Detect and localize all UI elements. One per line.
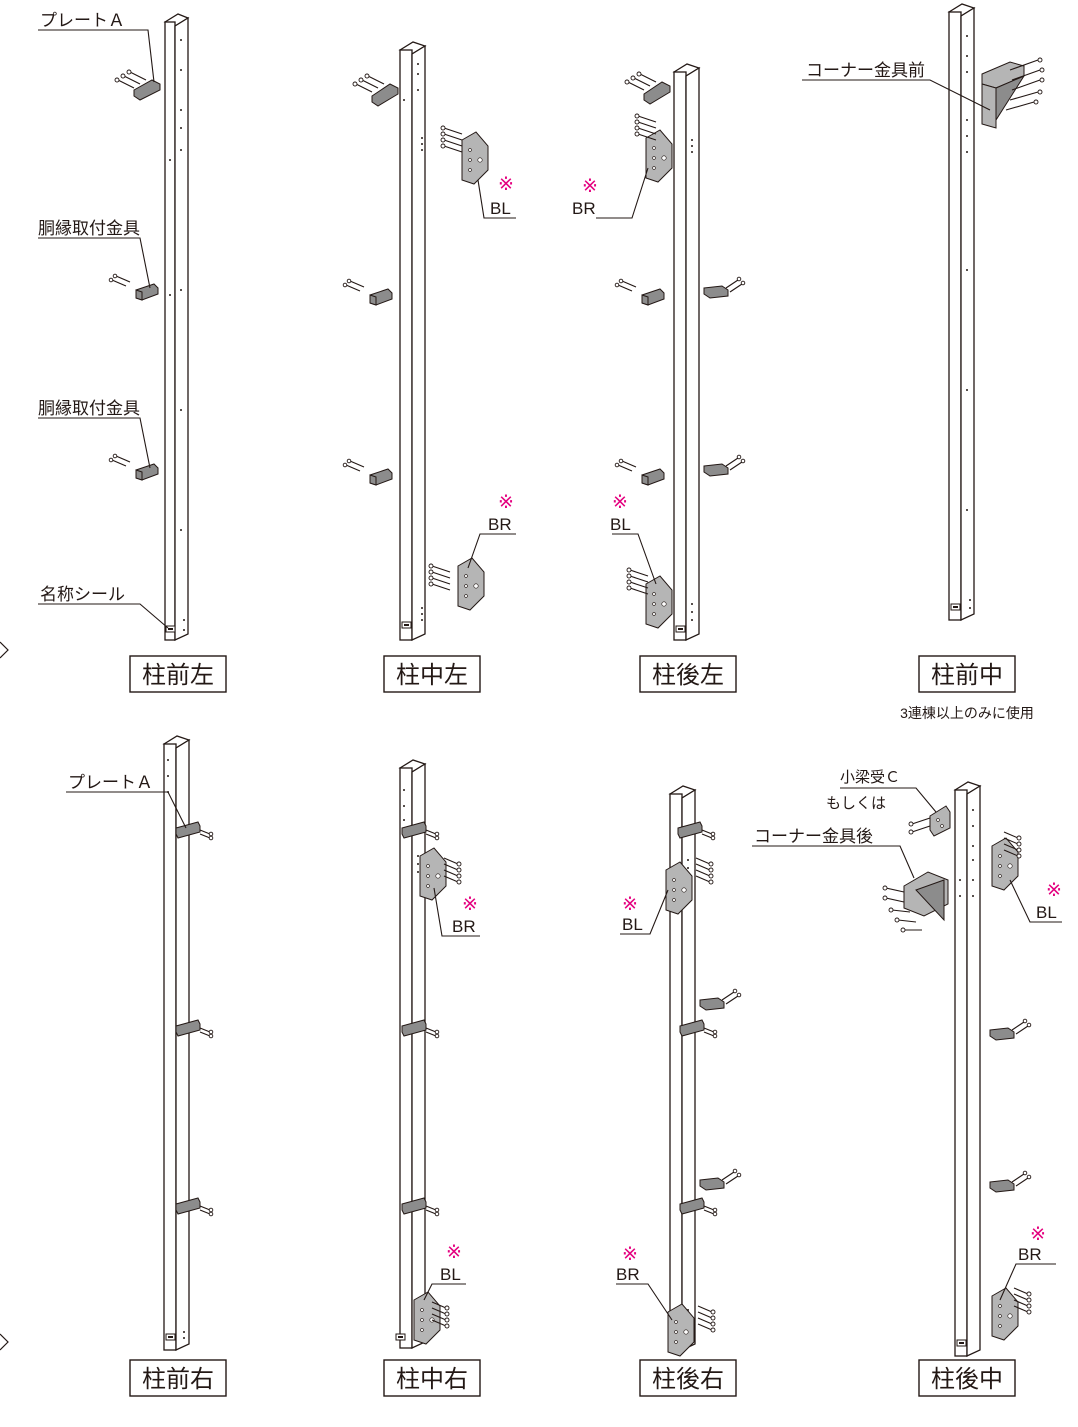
label-meisho-seal: 名称シール: [40, 585, 125, 604]
post-mae-migi: プレートＡ 柱前右: [66, 735, 227, 1397]
label-br: BR: [572, 199, 596, 218]
label-br: BR: [616, 1265, 640, 1284]
corner-bracket-front: [981, 57, 1045, 129]
post-ato-hidari: ※ BR ※ BL 柱後左: [572, 63, 746, 693]
label-br: BR: [1018, 1245, 1042, 1264]
chevron-right-icon[interactable]: [0, 641, 9, 659]
bolt-set: [695, 857, 714, 885]
koharie-c-bracket: [908, 805, 951, 837]
big-plate-br: [457, 557, 485, 611]
seal-icon: [675, 625, 686, 633]
post-ato-migi: ※ BL ※ BR 柱後右: [616, 785, 742, 1397]
post-mae-naka: コーナー金具前 柱前中 3連棟以上のみに使用: [802, 3, 1045, 721]
big-plate-bl: [645, 575, 673, 629]
seal-icon: [956, 1339, 967, 1347]
label-br: BR: [452, 917, 476, 936]
post-title: 柱後右: [652, 1366, 724, 1393]
dobuchi-bracket: [342, 458, 393, 486]
post-title-box: [918, 1359, 1016, 1397]
post-title: 柱前左: [142, 662, 214, 689]
mark-symbol: ※: [1046, 880, 1062, 901]
plate-a-bracket: [624, 71, 671, 105]
big-plate-br: [991, 1287, 1019, 1341]
plate-a-bracket: [114, 69, 161, 101]
post-ato-naka: 小梁受Ｃ もしくは コーナー金具後 ※ BL ※ BR 柱後中: [752, 769, 1062, 1397]
label-plate-a: プレートＡ: [40, 11, 125, 30]
mark-symbol: ※: [498, 492, 514, 513]
mark-symbol: ※: [612, 492, 628, 513]
big-plate-bl: [413, 1291, 441, 1345]
post-title-box: [129, 655, 227, 693]
dobuchi-bracket: [108, 453, 159, 481]
dobuchi-bracket: [108, 273, 159, 301]
post-title: 柱中右: [396, 1366, 468, 1393]
label-plate-a: プレートＡ: [68, 773, 153, 792]
label-dobuchi: 胴縁取付金具: [38, 399, 140, 418]
label-moshikuwa: もしくは: [826, 795, 886, 812]
big-plate-bl: [461, 131, 489, 185]
bolt-set: [428, 563, 451, 591]
post-title: 柱中左: [396, 662, 468, 689]
mark-symbol: ※: [622, 894, 638, 915]
mark-symbol: ※: [622, 1244, 638, 1265]
big-plate-bl: [991, 837, 1019, 891]
big-plate-br: [419, 847, 447, 901]
label-br: BR: [488, 515, 512, 534]
label-corner-back: コーナー金具後: [754, 827, 873, 846]
label-koharie-c: 小梁受Ｃ: [840, 769, 900, 786]
dobuchi-bracket: [342, 278, 393, 306]
dobuchi-bracket: [703, 276, 746, 299]
mark-symbol: ※: [446, 1242, 462, 1263]
dobuchi-bracket: [614, 278, 665, 306]
post-title-box: [639, 1359, 737, 1397]
dobuchi-bracket: [699, 988, 742, 1011]
label-dobuchi: 胴縁取付金具: [38, 219, 140, 238]
seal-icon: [950, 603, 961, 611]
post-title-box: [639, 655, 737, 693]
usage-note: 3連棟以上のみに使用: [900, 705, 1034, 721]
corner-bracket-back: [882, 871, 949, 933]
dobuchi-bracket: [699, 1168, 742, 1191]
chevron-right-icon[interactable]: [0, 1333, 9, 1351]
label-bl: BL: [622, 915, 643, 934]
post-title: 柱後中: [931, 1366, 1003, 1393]
post-title-box: [383, 1359, 481, 1397]
dobuchi-bracket: [614, 458, 665, 486]
label-bl: BL: [440, 1265, 461, 1284]
label-bl: BL: [1036, 903, 1057, 922]
post-naka-hidari: ※ BL ※ BR 柱中左: [342, 41, 516, 693]
post-title-box: [129, 1359, 227, 1397]
mark-symbol: ※: [582, 176, 598, 197]
bolt-set: [626, 567, 649, 595]
bolt-set: [697, 1305, 716, 1333]
mark-symbol: ※: [1030, 1224, 1046, 1245]
post-title-box: [918, 655, 1016, 693]
seal-icon: [401, 621, 412, 629]
label-bl: BL: [610, 515, 631, 534]
dobuchi-bracket: [703, 454, 746, 477]
mark-symbol: ※: [462, 894, 478, 915]
post-mae-hidari: プレートＡ 胴縁取付金具 胴縁取付金具 名称シール 柱前左: [38, 11, 227, 693]
dobuchi-bracket: [989, 1018, 1032, 1041]
post-title: 柱後左: [652, 662, 724, 689]
bolt-set: [440, 125, 463, 153]
mark-symbol: ※: [498, 174, 514, 195]
dobuchi-bracket: [989, 1170, 1032, 1193]
seal-icon: [395, 1333, 406, 1341]
label-corner-front: コーナー金具前: [806, 61, 925, 80]
bolt-set: [443, 857, 462, 885]
post-title: 柱前右: [142, 1366, 214, 1393]
post-title-box: [383, 655, 481, 693]
label-bl: BL: [490, 199, 511, 218]
seal-icon: [165, 1333, 176, 1341]
post-title: 柱前中: [931, 662, 1003, 689]
post-naka-migi: ※ BR ※ BL 柱中右: [383, 759, 481, 1397]
plate-a-bracket: [352, 73, 399, 107]
